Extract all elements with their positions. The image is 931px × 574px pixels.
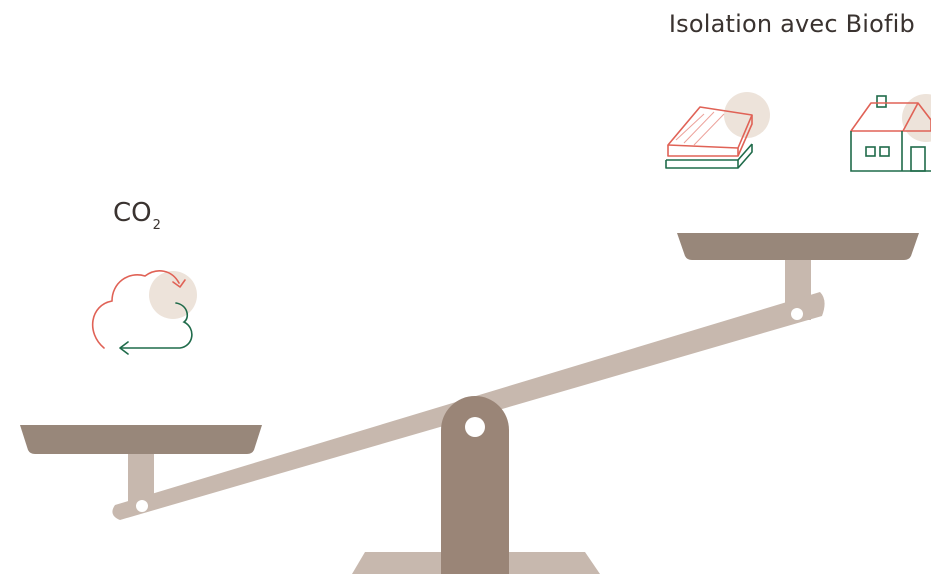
co2-label-main: CO	[113, 198, 152, 228]
house-icon	[851, 94, 931, 171]
left-pan	[20, 425, 262, 454]
co2-label: CO2	[113, 198, 161, 233]
right-pivot-joint	[791, 308, 803, 320]
insulation-panel-icon	[666, 92, 770, 168]
left-pivot-joint	[136, 500, 148, 512]
right-pan	[677, 233, 919, 260]
biofib-insulation-label: Isolation avec Biofib	[669, 10, 915, 38]
central-pivot-joint	[465, 417, 485, 437]
co2-label-subscript: 2	[153, 218, 161, 233]
co2-cycle-cloud-icon	[93, 271, 197, 354]
